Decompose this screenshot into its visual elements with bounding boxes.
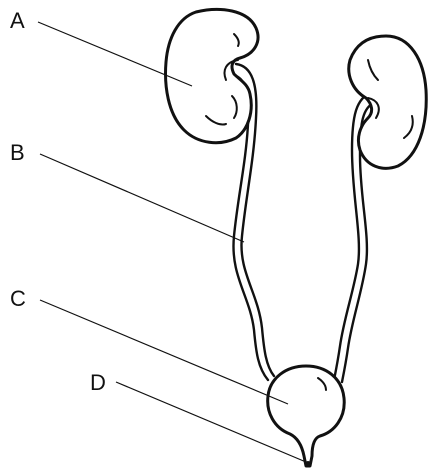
left-kidney (166, 9, 258, 142)
bladder (268, 366, 345, 467)
label-c: C (10, 286, 26, 311)
label-a: A (10, 8, 25, 33)
leader-line-b (40, 154, 244, 242)
label-d: D (90, 370, 106, 395)
label-b: B (10, 140, 25, 165)
left-kidney-outline (166, 9, 258, 142)
